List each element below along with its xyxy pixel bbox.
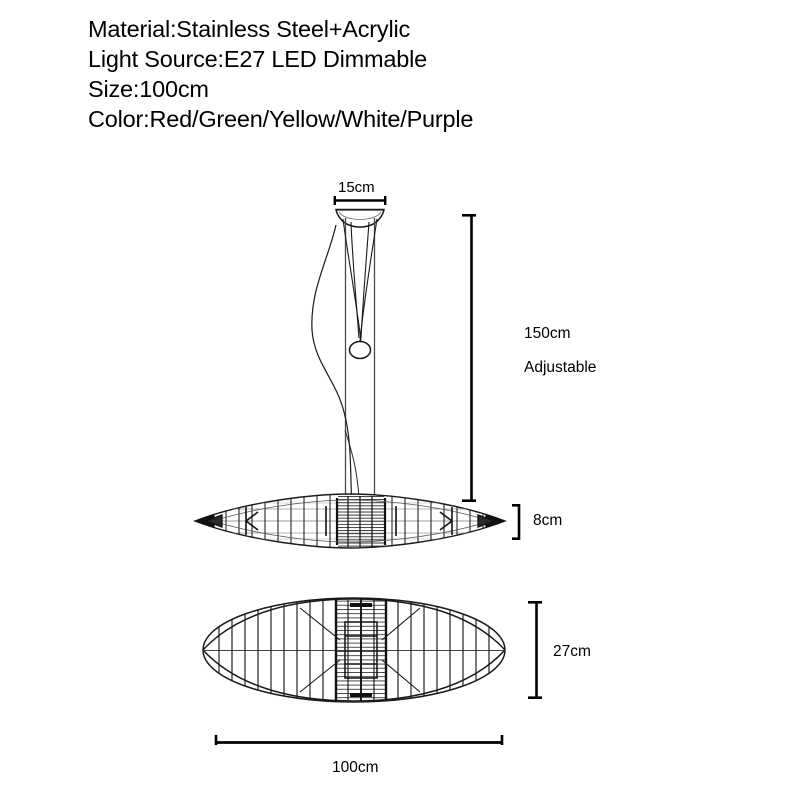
spec-line-material: Material:Stainless Steel+Acrylic <box>88 16 411 42</box>
shade-side-profile <box>193 493 507 549</box>
bottom-plan-view <box>202 597 542 745</box>
dimension-label-drop-height: 150cm Adjustable <box>524 324 596 378</box>
cable-ring <box>348 340 372 360</box>
dimension-shade-depth <box>528 600 542 700</box>
ceiling-canopy <box>335 208 385 228</box>
dimension-shade-thickness <box>512 503 521 541</box>
dimension-drop-height <box>462 214 476 503</box>
power-cord <box>311 224 353 513</box>
dimension-label-shade-depth: 27cm <box>553 643 591 660</box>
drop-height-note: Adjustable <box>524 359 597 376</box>
dimension-label-shade-thickness: 8cm <box>533 512 563 529</box>
shade-inner-ellipse <box>203 598 505 702</box>
suspension-rod <box>344 218 376 512</box>
spec-line-light-source: Light Source:E27 LED Dimmable <box>88 46 428 72</box>
specification-text-block: Material:Stainless Steel+Acrylic Light S… <box>88 14 748 134</box>
dimension-canopy-width <box>333 196 387 205</box>
suspension-cable <box>342 218 378 342</box>
dimension-label-shade-width: 100cm <box>332 759 379 776</box>
dimension-label-canopy-width: 15cm <box>338 179 375 196</box>
drop-height-value: 150cm <box>524 325 571 342</box>
dimension-shade-width <box>214 735 504 745</box>
spec-line-color: Color:Red/Green/Yellow/White/Purple <box>88 106 474 132</box>
spec-line-size: Size:100cm <box>88 76 209 102</box>
front-elevation-view <box>193 196 521 549</box>
center-led-housing <box>334 598 388 702</box>
